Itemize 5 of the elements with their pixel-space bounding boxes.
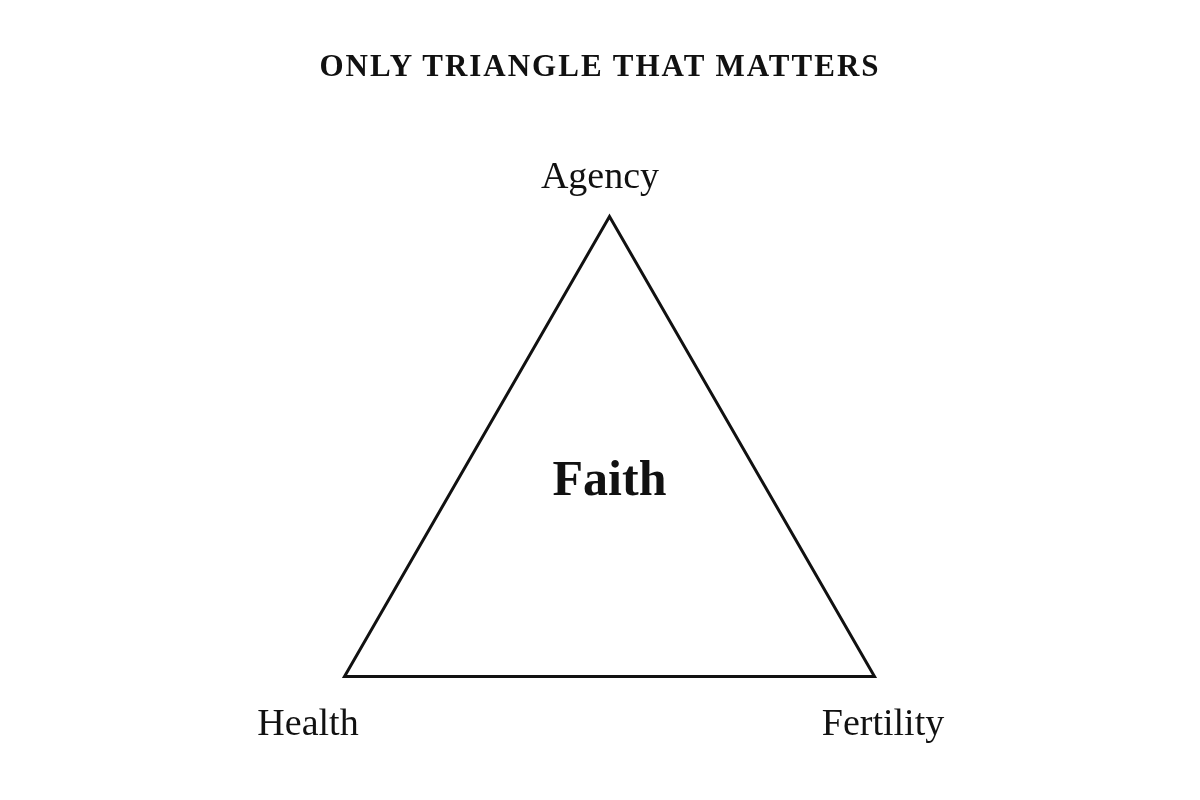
title: ONLY TRIANGLE THAT MATTERS	[318, 48, 882, 84]
vertex-label: Health	[257, 703, 359, 741]
center-label: Faith	[551, 453, 668, 503]
vertex-label: Agency	[540, 156, 660, 194]
vertex-label: Fertility	[821, 703, 945, 741]
